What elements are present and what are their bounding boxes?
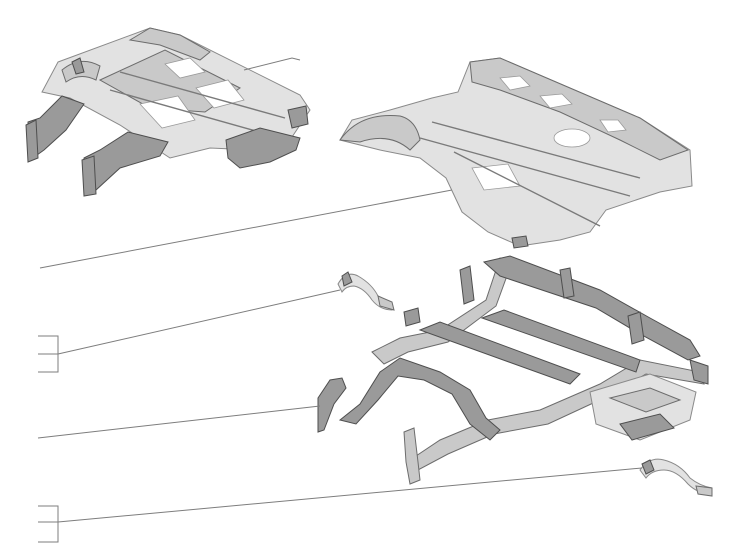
callout-bracket-front-wheel-arch xyxy=(38,335,59,373)
rear-wheel-arch-bracket xyxy=(639,458,713,497)
front-wheel-arch-bracket xyxy=(337,271,395,311)
assembled-floor-and-frame xyxy=(25,27,311,197)
floor-panel xyxy=(339,57,693,249)
leader-rear-wheel-arch xyxy=(57,467,643,523)
callout-leaders xyxy=(37,57,643,543)
leader-front-wheel-arch xyxy=(57,289,341,355)
leader-assembled-floor xyxy=(243,57,301,71)
front-crossmember-bracket xyxy=(317,377,421,485)
callout-bracket-rear-wheel-arch xyxy=(38,505,59,543)
leader-front-crossmember xyxy=(37,405,321,439)
underbody-frame xyxy=(338,255,709,471)
leader-floor-panel xyxy=(39,189,453,269)
